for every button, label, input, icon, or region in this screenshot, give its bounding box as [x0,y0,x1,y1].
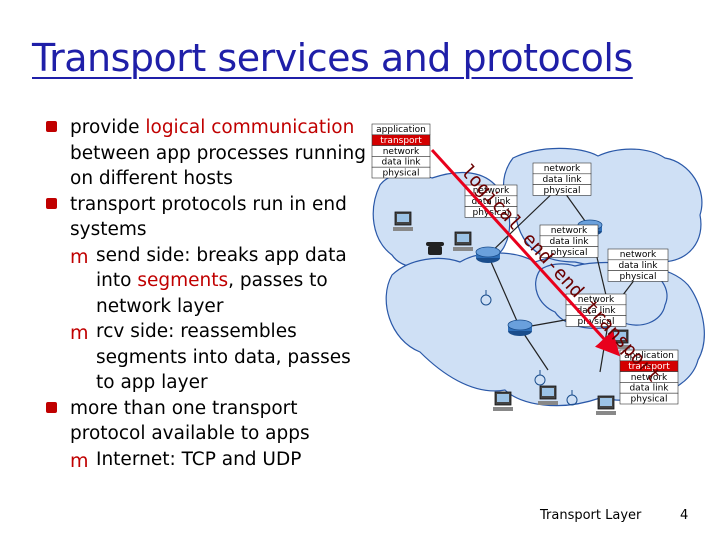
stack-layer-label: physical [383,168,420,178]
stack-layer-label: data link [471,197,511,207]
highlight-text: segments [137,270,229,291]
network-link [487,254,521,329]
stack-layer-label: transport [628,362,670,372]
computer-icon [596,395,616,415]
stack-layer-label: network [631,373,668,383]
sub-bullet-marker-icon: m [70,449,89,472]
sub-bullet-item: m rcv side: reassembles segments into da… [70,321,351,393]
bullet-list: provide logical communication between ap… [46,115,366,472]
stack-layer-label: network [620,250,657,260]
computer-icon [493,391,513,411]
page-number: 4 [680,508,689,523]
bullet-item: more than one transport protocol availab… [46,396,366,447]
stack-layer-label: data link [542,175,582,185]
stack-layer-label: data link [629,384,669,394]
bullet-item: transport protocols run in end systems [46,192,366,243]
sub-bullet-item: m send side: breaks app data into segmen… [70,244,347,317]
computer-icon [453,231,473,251]
router-icon [475,246,501,263]
stack-layer-label: physical [631,394,668,404]
stack-layer-label: network [578,295,615,305]
bullet-item: provide logical communication between ap… [46,115,366,192]
sub-bullet-item: m Internet: TCP and UDP [46,447,366,473]
stack-layer-box [607,270,669,282]
stack-layer-box [371,166,431,179]
stack-layer-label: data link [618,261,658,271]
stack-layer-label: network [551,226,588,236]
stack-layer-label: application [376,125,426,135]
stack-layer-label: physical [620,272,657,282]
computer-icon [393,211,413,231]
bullet-marker-icon [46,401,57,413]
stack-layer-label: physical [551,248,588,258]
bullet-marker-icon [46,121,57,132]
bullet-marker-icon [46,197,57,209]
wireless-icon [566,390,578,406]
stack-layer-label: data link [381,158,421,168]
stack-layer-box [539,246,599,258]
telephone-icon [426,242,444,255]
stack-layer-label: network [544,164,581,174]
stack-layer-box [565,315,627,327]
stack-layer-label: transport [380,136,422,146]
stack-layer-label: network [473,186,510,196]
stack-layer-label: data link [576,306,616,316]
footer-label: Transport Layer [540,508,642,523]
stack-layer-label: data link [549,237,589,247]
stack-layer-box [532,184,592,196]
wireless-icon [480,290,492,306]
router-icon [507,319,533,336]
network-link [487,185,561,256]
stack-layer-label: network [383,147,420,157]
stack-layer-box [464,206,518,218]
sub-bullet-marker-icon: m [70,322,89,344]
wireless-icon [534,370,546,386]
highlight-text: logical communication [145,117,355,138]
stack-layer-label: application [624,351,674,361]
stack-layer-box [619,392,679,405]
stack-layer-label: physical [578,317,615,327]
computer-icon [538,385,558,405]
stack-layer-label: physical [544,186,581,196]
logical-transport-arrow [430,148,621,357]
sub-bullet-marker-icon: m [70,245,89,268]
slide-title: Transport services and protocols [32,36,633,80]
